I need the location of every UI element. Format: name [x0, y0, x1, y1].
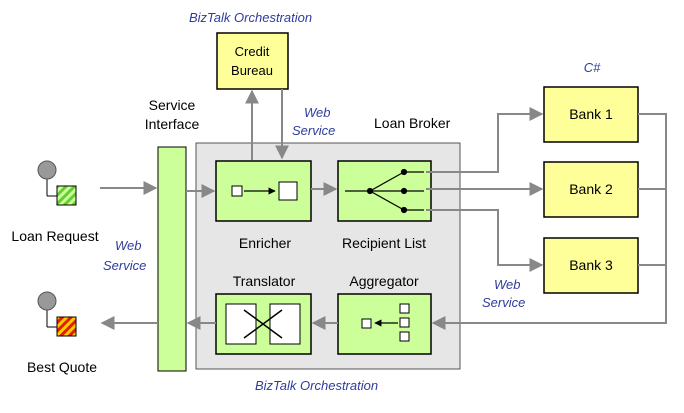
- bank-1-box: [543, 86, 639, 143]
- aggregator-label: Aggregator: [349, 273, 419, 289]
- bank-2-label: Bank 2: [569, 181, 613, 197]
- biztalk-orchestration-top-label: BizTalk Orchestration: [189, 10, 312, 25]
- web-service-top-label-line2: Service: [292, 123, 335, 138]
- service-interface-bar: [157, 146, 187, 372]
- credit-bureau-label-line1: Credit: [235, 44, 270, 59]
- service-interface-label-line1: Service: [149, 97, 196, 113]
- loan-broker-label: Loan Broker: [374, 115, 451, 131]
- aggregator-icon: [361, 303, 410, 342]
- enricher-icon: [231, 181, 298, 201]
- recipient-list-label: Recipient List: [342, 235, 426, 251]
- web-service-right-label-line2: Service: [482, 295, 525, 310]
- arrow-to-bank-1: [426, 107, 544, 173]
- loan-request-label: Loan Request: [11, 228, 98, 244]
- web-service-top-label-line1: Web: [304, 105, 331, 120]
- aggregator-box: [337, 293, 432, 355]
- web-service-left-label-line1: Web: [115, 238, 142, 253]
- best-quote-endpoint-icon: [37, 291, 77, 337]
- arrow-to-bank-3: [426, 209, 544, 272]
- enricher-label: Enricher: [239, 235, 291, 251]
- bank-1-label: Bank 1: [569, 106, 613, 122]
- best-quote-label: Best Quote: [27, 359, 97, 375]
- translator-icon: [225, 303, 301, 345]
- translator-label: Translator: [233, 273, 296, 289]
- credit-bureau-label-line2: Bureau: [231, 63, 273, 78]
- recipient-list-icon: [345, 168, 424, 214]
- service-interface-label-line2: Interface: [145, 116, 200, 132]
- credit-bureau-box: [216, 32, 289, 90]
- web-service-right-label-line1: Web: [494, 277, 521, 292]
- loan-request-endpoint-icon: [37, 160, 77, 206]
- return-line: [431, 113, 667, 330]
- csharp-label: C#: [584, 60, 601, 75]
- bank-3-label: Bank 3: [569, 257, 613, 273]
- web-service-left-label-line2: Service: [103, 258, 146, 273]
- biztalk-orchestration-bottom-label: BizTalk Orchestration: [255, 378, 378, 393]
